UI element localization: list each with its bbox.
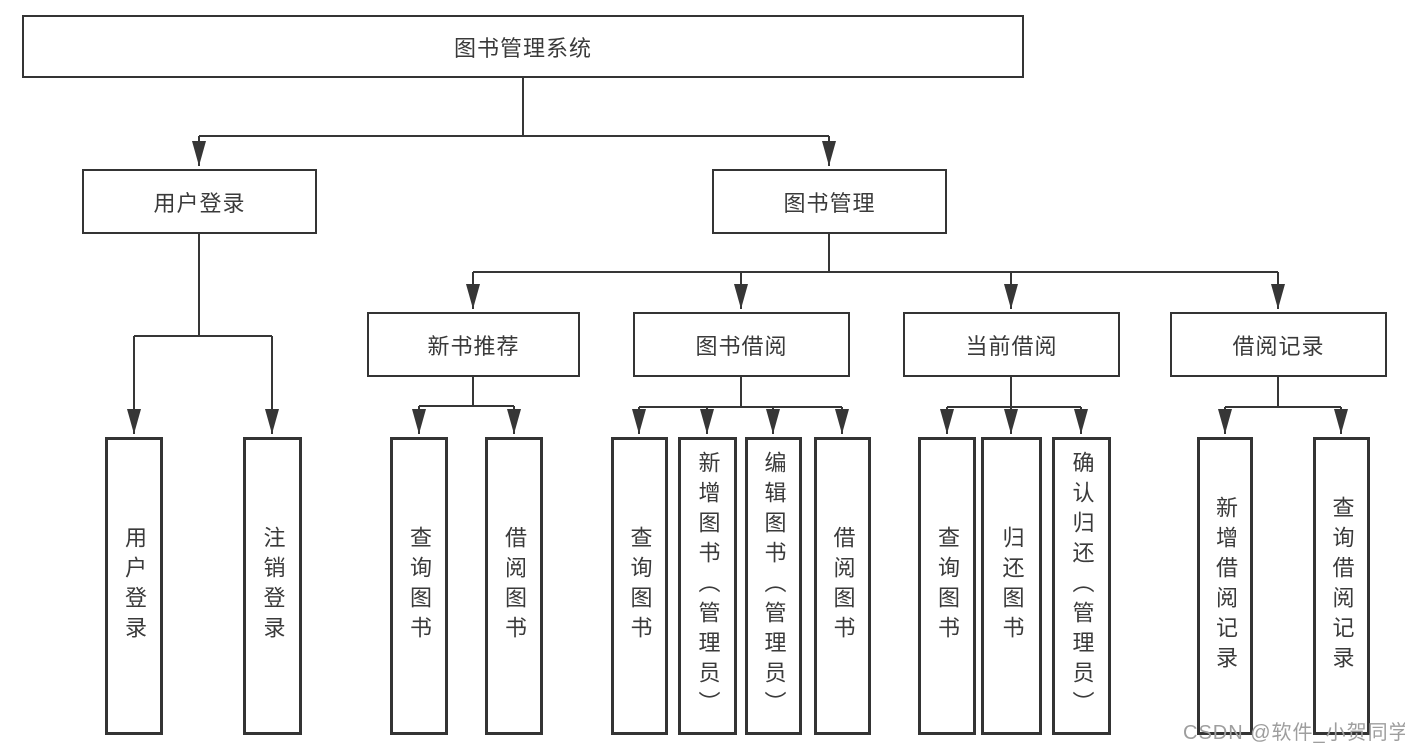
node-new-book-recommendation: 新书推荐 xyxy=(367,312,580,377)
leaf-edit-books-admin: 编辑图书（管理员） xyxy=(745,437,802,735)
leaf-query-books-recommend-label: 查询图书 xyxy=(407,526,432,646)
leaf-borrow-books-recommend-label: 借阅图书 xyxy=(502,526,527,646)
leaf-add-books-admin-label: 新增图书（管理员） xyxy=(695,451,721,721)
leaf-borrow-books-label: 借阅图书 xyxy=(830,526,856,646)
leaf-query-books-borrow: 查询图书 xyxy=(611,437,668,735)
leaf-add-borrow-record: 新增借阅记录 xyxy=(1197,437,1253,735)
leaf-add-borrow-record-label: 新增借阅记录 xyxy=(1213,496,1238,676)
leaf-user-login: 用户登录 xyxy=(105,437,163,735)
leaf-query-borrow-record-label: 查询借阅记录 xyxy=(1329,496,1355,676)
leaf-return-books: 归还图书 xyxy=(981,437,1042,735)
node-user-login: 用户登录 xyxy=(82,169,317,234)
leaf-query-books-current: 查询图书 xyxy=(918,437,976,735)
node-book-management: 图书管理 xyxy=(712,169,947,234)
node-current-borrowing: 当前借阅 xyxy=(903,312,1120,377)
leaf-add-books-admin: 新增图书（管理员） xyxy=(678,437,737,735)
leaf-confirm-return-admin: 确认归还（管理员） xyxy=(1052,437,1111,735)
node-borrowing-records: 借阅记录 xyxy=(1170,312,1387,377)
node-book-borrowing: 图书借阅 xyxy=(633,312,850,377)
leaf-borrow-books-recommend: 借阅图书 xyxy=(485,437,543,735)
node-library-management-system: 图书管理系统 xyxy=(22,15,1024,78)
leaf-edit-books-admin-label: 编辑图书（管理员） xyxy=(761,451,787,721)
leaf-borrow-books: 借阅图书 xyxy=(814,437,871,735)
csdn-watermark: CSDN @软件_小贺同学 xyxy=(1183,722,1405,744)
leaf-query-books-recommend: 查询图书 xyxy=(390,437,448,735)
leaf-confirm-return-admin-label: 确认归还（管理员） xyxy=(1069,451,1095,721)
leaf-return-books-label: 归还图书 xyxy=(999,526,1025,646)
leaf-query-borrow-record: 查询借阅记录 xyxy=(1313,437,1370,735)
leaf-user-login-label: 用户登录 xyxy=(122,526,147,646)
leaf-logout-label: 注销登录 xyxy=(260,526,286,646)
leaf-query-books-current-label: 查询图书 xyxy=(935,526,960,646)
leaf-logout: 注销登录 xyxy=(243,437,302,735)
leaf-query-books-borrow-label: 查询图书 xyxy=(627,526,653,646)
